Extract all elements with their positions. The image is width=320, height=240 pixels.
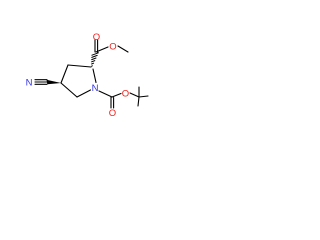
bond-c4-c5 bbox=[60, 82, 78, 98]
stereo-hash-wedge-c2 bbox=[91, 52, 99, 67]
structure-canvas: O O N N O O bbox=[0, 0, 152, 152]
skeletal-structure: O O N N O O bbox=[26, 32, 149, 119]
bond-ester-c-o-single bbox=[95, 46, 109, 53]
bond-boc-c-o-single bbox=[111, 92, 122, 98]
nitrile-nitrogen-label: N bbox=[26, 78, 33, 89]
bond-n1-c2 bbox=[92, 68, 97, 84]
bond-ester-o-methyl bbox=[117, 45, 129, 53]
boc-ether-oxygen-label: O bbox=[122, 89, 129, 100]
ester-carbonyl-oxygen-label: O bbox=[93, 32, 100, 43]
bond-c2-c3 bbox=[67, 64, 92, 68]
stereo-bold-wedge-c4 bbox=[46, 79, 61, 85]
bond-c3-c4 bbox=[60, 64, 69, 84]
bond-n1-boc-carbon bbox=[98, 90, 113, 98]
bond-tbu-methyl-right bbox=[138, 95, 149, 98]
bond-boc-o-tbu bbox=[129, 92, 140, 98]
bond-c5-n1 bbox=[76, 89, 92, 98]
ester-ether-oxygen-label: O bbox=[109, 42, 116, 53]
bond-tbu-methyl-bottom bbox=[137, 96, 140, 107]
boc-carbonyl-oxygen-label: O bbox=[109, 108, 116, 119]
ring-nitrogen-label: N bbox=[92, 83, 99, 94]
